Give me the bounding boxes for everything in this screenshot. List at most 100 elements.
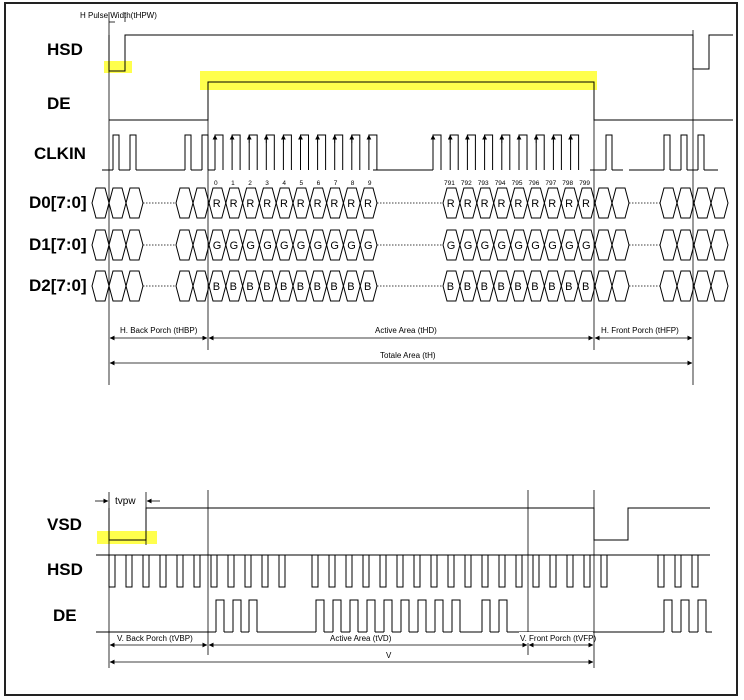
bus-cell-letter: R <box>565 198 573 210</box>
total-area-label: Totale Area (tH) <box>380 351 436 360</box>
bus-cell-letter: B <box>213 281 220 293</box>
bus-cell-letter: R <box>213 198 221 210</box>
bus-cell <box>594 187 613 219</box>
pulse <box>481 599 491 632</box>
bus-cell-letter: B <box>447 281 454 293</box>
bus-cell-letter: B <box>531 281 538 293</box>
d2-signal-label: D2[7:0] <box>29 276 87 295</box>
bus-cell-letter: B <box>498 281 505 293</box>
bus-cell-letter: R <box>330 198 338 210</box>
bus-cell-letter: G <box>565 240 574 252</box>
clkin-pulse <box>265 134 275 170</box>
hsd-low-pulse <box>413 555 421 588</box>
bus-cell-letter: R <box>481 198 489 210</box>
bus-cell <box>125 270 144 302</box>
pixel-index-start: 9 <box>368 180 372 187</box>
pulse <box>451 599 461 632</box>
hsd-low-pulse <box>278 555 286 588</box>
clock-edge-arrows <box>212 134 573 143</box>
bus-cell-letter: G <box>213 240 222 252</box>
pixel-index-end: 796 <box>529 180 540 187</box>
bus-cell-letter: G <box>364 240 373 252</box>
bus-cell-letter: B <box>548 281 555 293</box>
hsd-low-pulse <box>691 555 699 588</box>
clkin-pulse <box>184 134 192 170</box>
pulse <box>315 599 325 632</box>
vsd-waveform <box>108 507 710 541</box>
pixel-index-end: 794 <box>495 180 506 187</box>
bus-cell <box>710 187 729 219</box>
clkin-pulse <box>112 134 120 170</box>
hsd-low-pulse <box>498 555 506 588</box>
clkin-pulse <box>351 134 361 170</box>
bus-cell-letter: R <box>464 198 472 210</box>
pulse <box>663 599 673 632</box>
bus-cell <box>594 270 613 302</box>
bus-cell-letter: R <box>347 198 355 210</box>
v-active-area-label: Active Area (tVD) <box>330 634 392 643</box>
bus-cell <box>192 187 210 219</box>
h-back-porch-label: H. Back Porch (tHBP) <box>120 326 198 335</box>
bus-cell-letter: G <box>531 240 540 252</box>
bus-cell-letter: B <box>565 281 572 293</box>
bus-cell-letter: G <box>297 240 306 252</box>
bus-cell-letter: B <box>364 281 371 293</box>
bus-cell <box>659 187 678 219</box>
vsd-signal-label: VSD <box>47 515 82 534</box>
hsd-low-pulse <box>481 555 489 588</box>
bus-cell-letter: G <box>464 240 473 252</box>
hsd-low-pulse <box>108 555 116 588</box>
bus-cell <box>611 229 630 261</box>
bus-cell-letter: B <box>263 281 270 293</box>
bus-cell <box>676 229 695 261</box>
bus-cell-letter: G <box>263 240 272 252</box>
clkin-pulse <box>570 134 580 170</box>
pulse <box>215 599 225 632</box>
de-signal-label: DE <box>47 94 71 113</box>
pixel-index-end: 799 <box>579 180 590 187</box>
clkin-pulse <box>484 134 494 170</box>
clkin-pulse <box>432 134 442 170</box>
pixel-index-end: 798 <box>562 180 573 187</box>
pulse <box>366 599 376 632</box>
hsd-low-pulse <box>176 555 184 588</box>
pixel-index-start: 2 <box>248 180 252 187</box>
bus-cell-letter: B <box>464 281 471 293</box>
bus-cell-letter: R <box>314 198 322 210</box>
bus-cell-letter: B <box>514 281 521 293</box>
pulse <box>232 599 242 632</box>
bus-cell-letter: B <box>330 281 337 293</box>
bus-cell-letter: R <box>514 198 522 210</box>
bus-cell-letter: B <box>230 281 237 293</box>
bus-cell <box>108 187 127 219</box>
clkin-pulse <box>129 134 137 170</box>
pixel-index-end: 791 <box>444 180 455 187</box>
bus-cell-letter: B <box>582 281 589 293</box>
hsd-low-pulse <box>193 555 201 588</box>
pulse <box>400 599 410 632</box>
d1-signal-label: D1[7:0] <box>29 235 87 254</box>
clkin-pulse <box>201 134 209 170</box>
bus-cell-letter: B <box>280 281 287 293</box>
bus-cell-letter: B <box>297 281 304 293</box>
bus-cell <box>693 229 712 261</box>
pulse-width-label: H Pulse Width(tHPW) <box>80 11 157 20</box>
bus-cell <box>693 270 712 302</box>
clkin-pulse <box>501 134 511 170</box>
bus-cell <box>659 229 678 261</box>
pulse <box>697 599 707 632</box>
pixel-index-start: 4 <box>282 180 286 187</box>
pixel-index-start: 7 <box>334 180 338 187</box>
tvpw-label: tvpw <box>115 496 136 507</box>
pixel-index-start: 6 <box>317 180 321 187</box>
pixel-index-start: 8 <box>351 180 355 187</box>
hsd-low-pulse <box>210 555 218 588</box>
clkin-pulse <box>663 134 671 170</box>
bus-cell-letter: G <box>481 240 490 252</box>
hsd-signal-label: HSD <box>47 40 83 59</box>
hsd-low-pulse <box>261 555 269 588</box>
